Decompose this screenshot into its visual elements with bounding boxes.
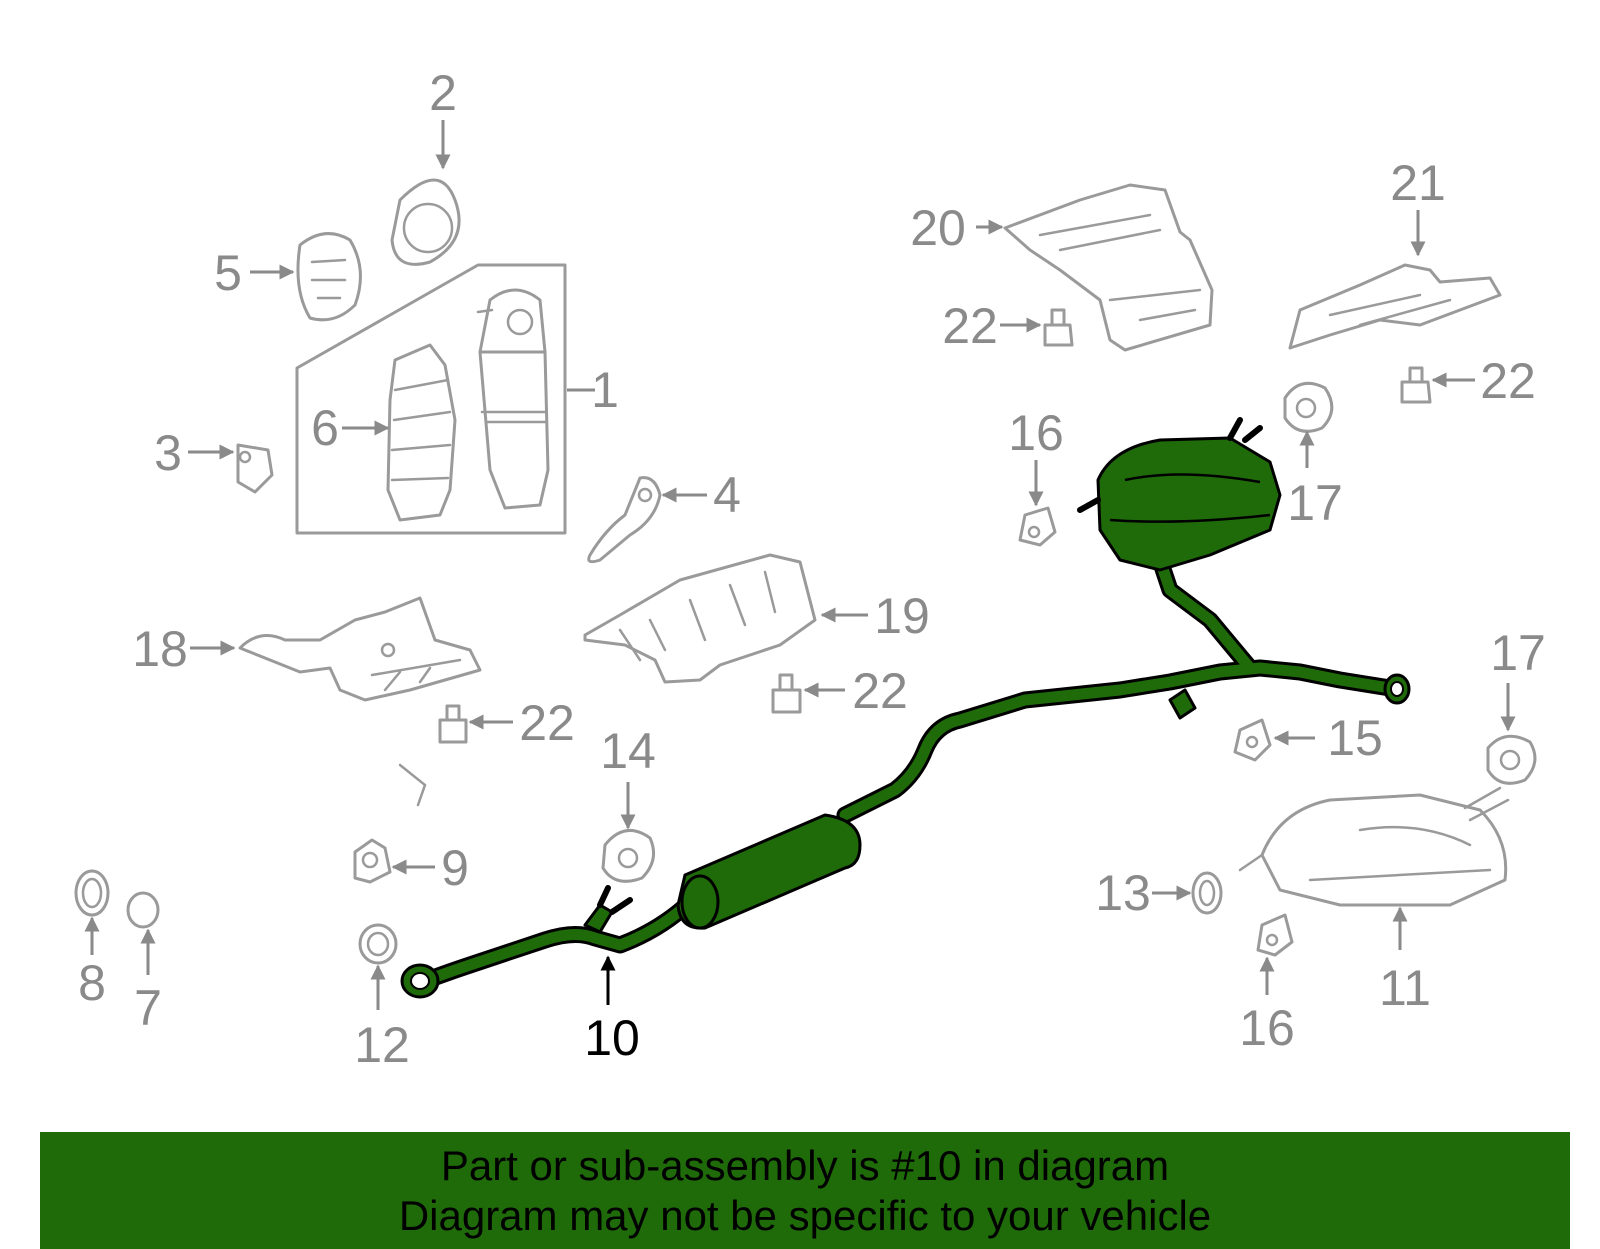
callout-15: 15 [1327, 710, 1383, 766]
callout-19: 19 [874, 588, 930, 644]
part-5-bracket[interactable] [296, 232, 362, 322]
part-13-gasket[interactable] [1191, 871, 1223, 915]
callout-17: 17 [1490, 625, 1546, 681]
part-2-gasket[interactable] [390, 178, 461, 266]
part-10-exhaust-pipe[interactable] [400, 417, 1411, 999]
part-22-bolt[interactable] [771, 673, 802, 714]
banner-line-2: Diagram may not be specific to your vehi… [398, 1191, 1212, 1239]
part-17-hanger[interactable] [1283, 381, 1334, 433]
callout-17: 17 [1287, 475, 1343, 531]
callout-1: 1 [591, 362, 619, 418]
part-1-catalytic-converter-group[interactable] [295, 263, 567, 535]
callout-7: 7 [134, 980, 162, 1036]
part-20-heat-shield[interactable] [1003, 183, 1214, 352]
callout-11: 11 [1379, 960, 1431, 1016]
part-7-front-pipe[interactable] [126, 759, 427, 929]
part-22-bolt[interactable] [1043, 308, 1074, 347]
callout-22: 22 [852, 663, 908, 719]
part-22-bolt[interactable] [438, 704, 468, 744]
callout-3: 3 [154, 425, 182, 481]
callout-10: 10 [584, 1010, 640, 1066]
part-16-hanger[interactable] [1018, 506, 1057, 547]
part-21-heat-shield[interactable] [1288, 263, 1502, 350]
callout-22: 22 [519, 695, 575, 751]
part-14-hanger[interactable] [601, 829, 656, 883]
part-17-hanger[interactable] [1486, 734, 1537, 785]
callout-4: 4 [713, 467, 741, 523]
callout-8: 8 [78, 955, 106, 1011]
part-9-clamp[interactable] [353, 838, 392, 884]
banner-line-1: Part or sub-assembly is #10 in diagram [440, 1141, 1170, 1189]
part-15-bracket[interactable] [1233, 718, 1272, 762]
part-22-bolt[interactable] [1400, 366, 1432, 404]
part-16-hanger[interactable] [1256, 913, 1294, 957]
callout-14: 14 [600, 723, 656, 779]
part-8-gasket[interactable] [74, 869, 110, 917]
part-18-heat-shield[interactable] [238, 596, 482, 702]
part-11-muffler[interactable] [1238, 786, 1510, 907]
callout-18: 18 [132, 621, 188, 677]
callout-20: 20 [910, 200, 966, 256]
callout-6: 6 [311, 400, 339, 456]
info-banner: Part or sub-assembly is #10 in diagram D… [40, 1132, 1570, 1249]
part-3-bracket[interactable] [236, 443, 274, 494]
callout-9: 9 [441, 840, 469, 896]
callout-22: 22 [942, 298, 998, 354]
callout-5: 5 [214, 245, 242, 301]
callout-16: 16 [1008, 405, 1064, 461]
part-4-bracket[interactable] [587, 476, 662, 564]
callout-16: 16 [1239, 1000, 1295, 1056]
part-19-heat-shield[interactable] [583, 553, 817, 684]
callout-21: 21 [1390, 155, 1446, 211]
callout-13: 13 [1095, 865, 1151, 921]
callout-12: 12 [354, 1017, 410, 1073]
part-12-gasket[interactable] [358, 923, 398, 965]
callout-2: 2 [429, 65, 457, 121]
callout-22: 22 [1480, 353, 1536, 409]
